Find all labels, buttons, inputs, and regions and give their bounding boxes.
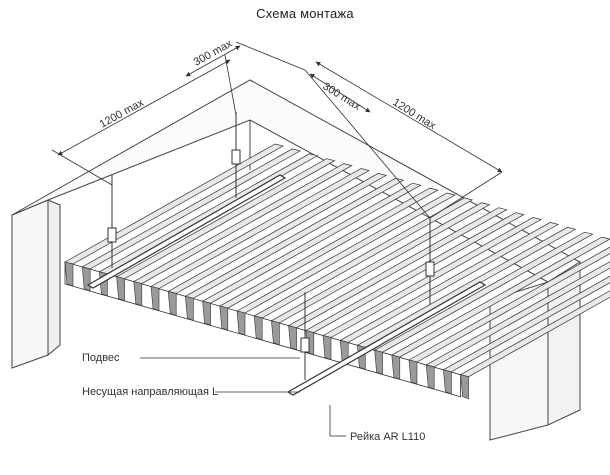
dim-text-left: 1200 max [98,96,147,130]
carrier-rail-right [286,281,487,396]
panel-slat-side [133,281,143,307]
carrier-rails [86,174,487,396]
panel-slat-side [219,305,229,331]
hanger-clip [107,227,117,243]
panel-slat-side [460,374,469,400]
wall-structure [11,79,581,441]
panel-slat-side [408,359,418,385]
panel-slat-side [391,354,401,380]
dim-text-top-2: 300 max [320,80,363,113]
dimension-lines [51,41,503,219]
dim-line-right [315,61,503,173]
leader-lines [140,357,346,437]
panel-slat-side [425,364,435,390]
panel-slat-side [185,295,194,321]
label-hanger: Подвес [82,352,120,364]
panel-slat-side [271,320,280,346]
carrier-rail-left [86,174,287,289]
panel-slat-side [202,300,211,326]
hanger-clip [231,149,241,165]
hangers [107,112,435,380]
label-carrier: Несущая направляющая L [82,386,218,398]
panel-slat-side [443,369,452,395]
panel-slat-side [288,325,297,351]
dim-text-top-1: 300 max [192,37,235,68]
left-wall [11,199,49,369]
panel-slat-side [116,276,125,302]
dim-text-right: 1200 max [390,96,438,132]
label-panel: Рейка AR L110 [350,431,425,443]
panel-slat-side [64,261,74,287]
diagram-title: Схема монтажа [256,6,354,21]
panel-slat-side [253,315,263,341]
panel-slat-side [236,310,246,336]
panel-slat-side [167,291,177,316]
panel-slat-side [81,266,91,292]
labels: Подвес Несущая направляющая L Рейка AR L… [82,352,425,443]
slat-ceiling [64,143,610,400]
hanger-clip [300,337,310,353]
panel-slat-side [322,335,332,360]
panel-slat-side [374,349,383,375]
hanger-clip [425,261,435,277]
dim-line-top-1 [185,45,241,77]
left-wall-face [47,199,61,357]
panel-slat-side [150,286,160,311]
